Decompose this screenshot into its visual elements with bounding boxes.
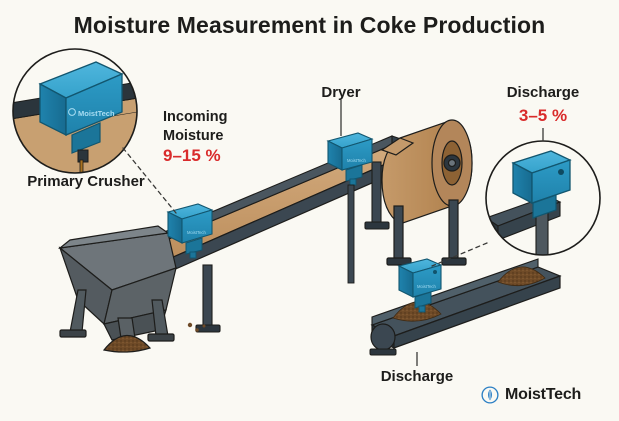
page-title: Moisture Measurement in Coke Production bbox=[73, 12, 546, 38]
leader-lines bbox=[122, 147, 488, 267]
leader-lines-solid bbox=[340, 100, 544, 366]
svg-text:MoistTech: MoistTech bbox=[187, 230, 207, 235]
moisttech-droplet-icon bbox=[481, 386, 499, 404]
discharge-top-value: 3–5 % bbox=[518, 106, 568, 125]
incoming-moisture-label-line1: Incoming bbox=[163, 109, 228, 125]
sensor-dryer[interactable]: MoistTech bbox=[326, 132, 374, 284]
incoming-moisture-label: Incoming Moisture bbox=[163, 108, 273, 146]
callout-primary-crusher: MoistTech bbox=[12, 48, 138, 174]
sensor-discharge[interactable]: MoistTech bbox=[397, 258, 443, 313]
dryer-label: Dryer bbox=[321, 84, 361, 101]
incoming-moisture-value: 9–15 % bbox=[163, 146, 221, 165]
svg-text:MoistTech: MoistTech bbox=[347, 158, 367, 163]
discharge-bottom-label: Discharge bbox=[380, 368, 454, 385]
callout-discharge bbox=[485, 140, 601, 256]
discharge-conveyor bbox=[369, 258, 562, 356]
dryer-drum bbox=[380, 119, 473, 266]
moisttech-logo: MoistTech bbox=[481, 386, 581, 404]
sensor-incoming[interactable]: MoistTech bbox=[166, 203, 214, 259]
leader-primary-crusher bbox=[122, 147, 177, 214]
svg-text:MoistTech: MoistTech bbox=[417, 284, 437, 289]
discharge-top-label: Discharge bbox=[506, 84, 580, 101]
moisttech-wordmark: MoistTech bbox=[505, 386, 582, 403]
svg-text:MoistTech: MoistTech bbox=[78, 109, 115, 118]
incoming-moisture-label-line2: Moisture bbox=[163, 128, 224, 144]
leader-discharge-callout bbox=[431, 242, 488, 267]
primary-crusher-label: Primary Crusher bbox=[27, 173, 145, 190]
hopper-primary-crusher bbox=[57, 225, 206, 353]
